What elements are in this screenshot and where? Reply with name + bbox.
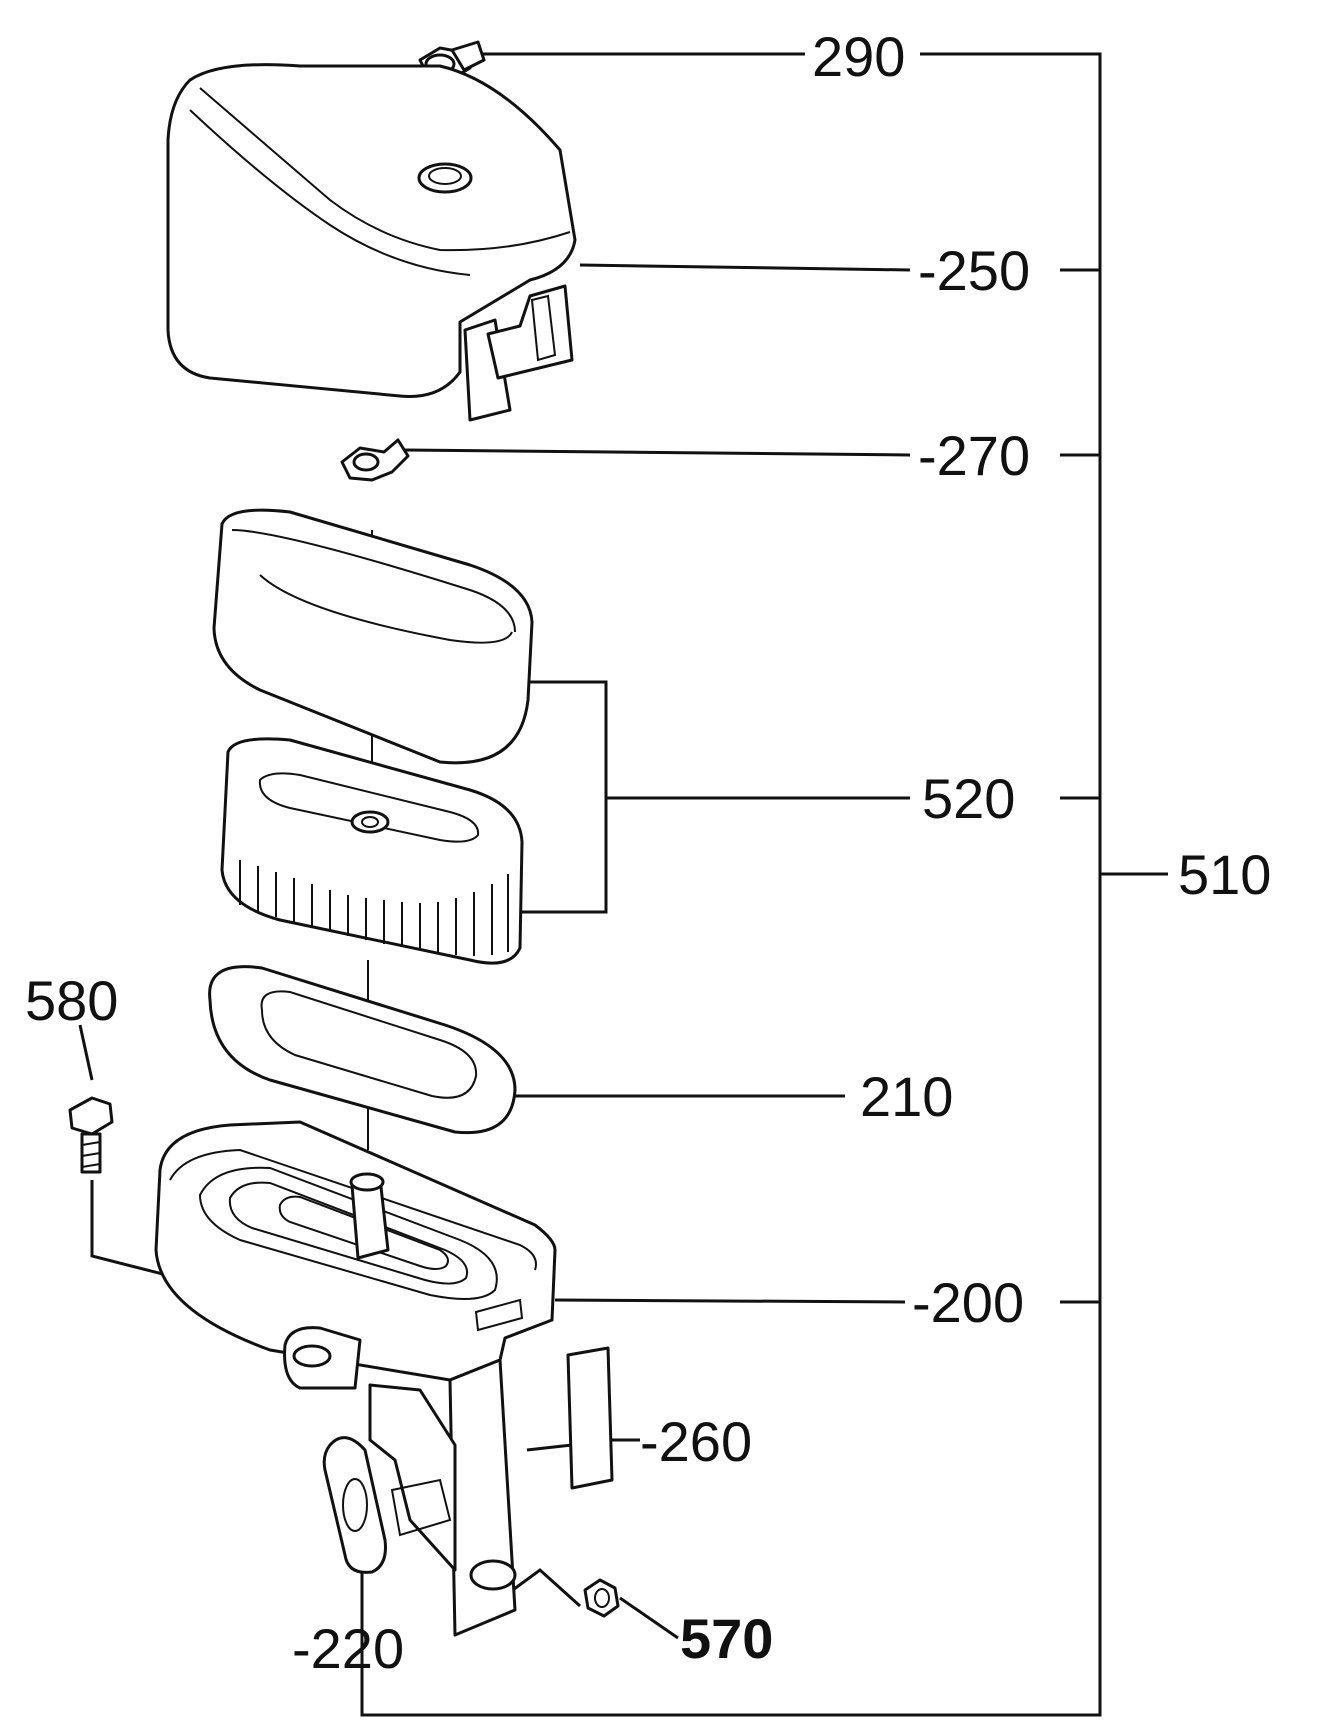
leader-200: [554, 1298, 906, 1304]
bolt-580: [68, 1096, 114, 1174]
callout-labels: 290 -250 -270 520 510 580 210 -200 -260 …: [25, 22, 1271, 1680]
label-290: 290: [812, 25, 905, 88]
label-260: -260: [640, 1410, 752, 1473]
label-250: -250: [918, 239, 1030, 302]
filter-element-520: [212, 508, 534, 965]
label-200: -200: [912, 1271, 1024, 1334]
air-cleaner-cover-250: [166, 63, 577, 422]
label-580: 580: [25, 969, 118, 1032]
leader-570-a: [509, 1568, 582, 1608]
leader-570-b: [619, 1596, 679, 1640]
label-220: -220: [292, 1617, 404, 1680]
label-210: 210: [860, 1065, 953, 1128]
label-520: 520: [922, 767, 1015, 830]
bracket-510-frame: [360, 52, 1102, 1717]
label-510: 510: [1178, 843, 1271, 906]
leader-260-a: [526, 1443, 573, 1452]
wing-nut-270: [340, 438, 410, 482]
leader-lines: [78, 52, 1168, 1717]
air-cleaner-base-200: [154, 1120, 557, 1637]
flange-gasket-220: [322, 1436, 387, 1574]
label-270: -270: [918, 424, 1030, 487]
leader-250: [579, 263, 911, 272]
label-570: 570: [680, 1607, 773, 1670]
label-plate-260: [566, 1346, 614, 1490]
nut-570: [583, 1578, 620, 1618]
pleats: [239, 860, 509, 956]
leader-520-bracket: [518, 680, 608, 914]
leader-580-top: [78, 1024, 94, 1081]
leader-270: [404, 448, 911, 457]
gasket-210: [208, 965, 517, 1135]
